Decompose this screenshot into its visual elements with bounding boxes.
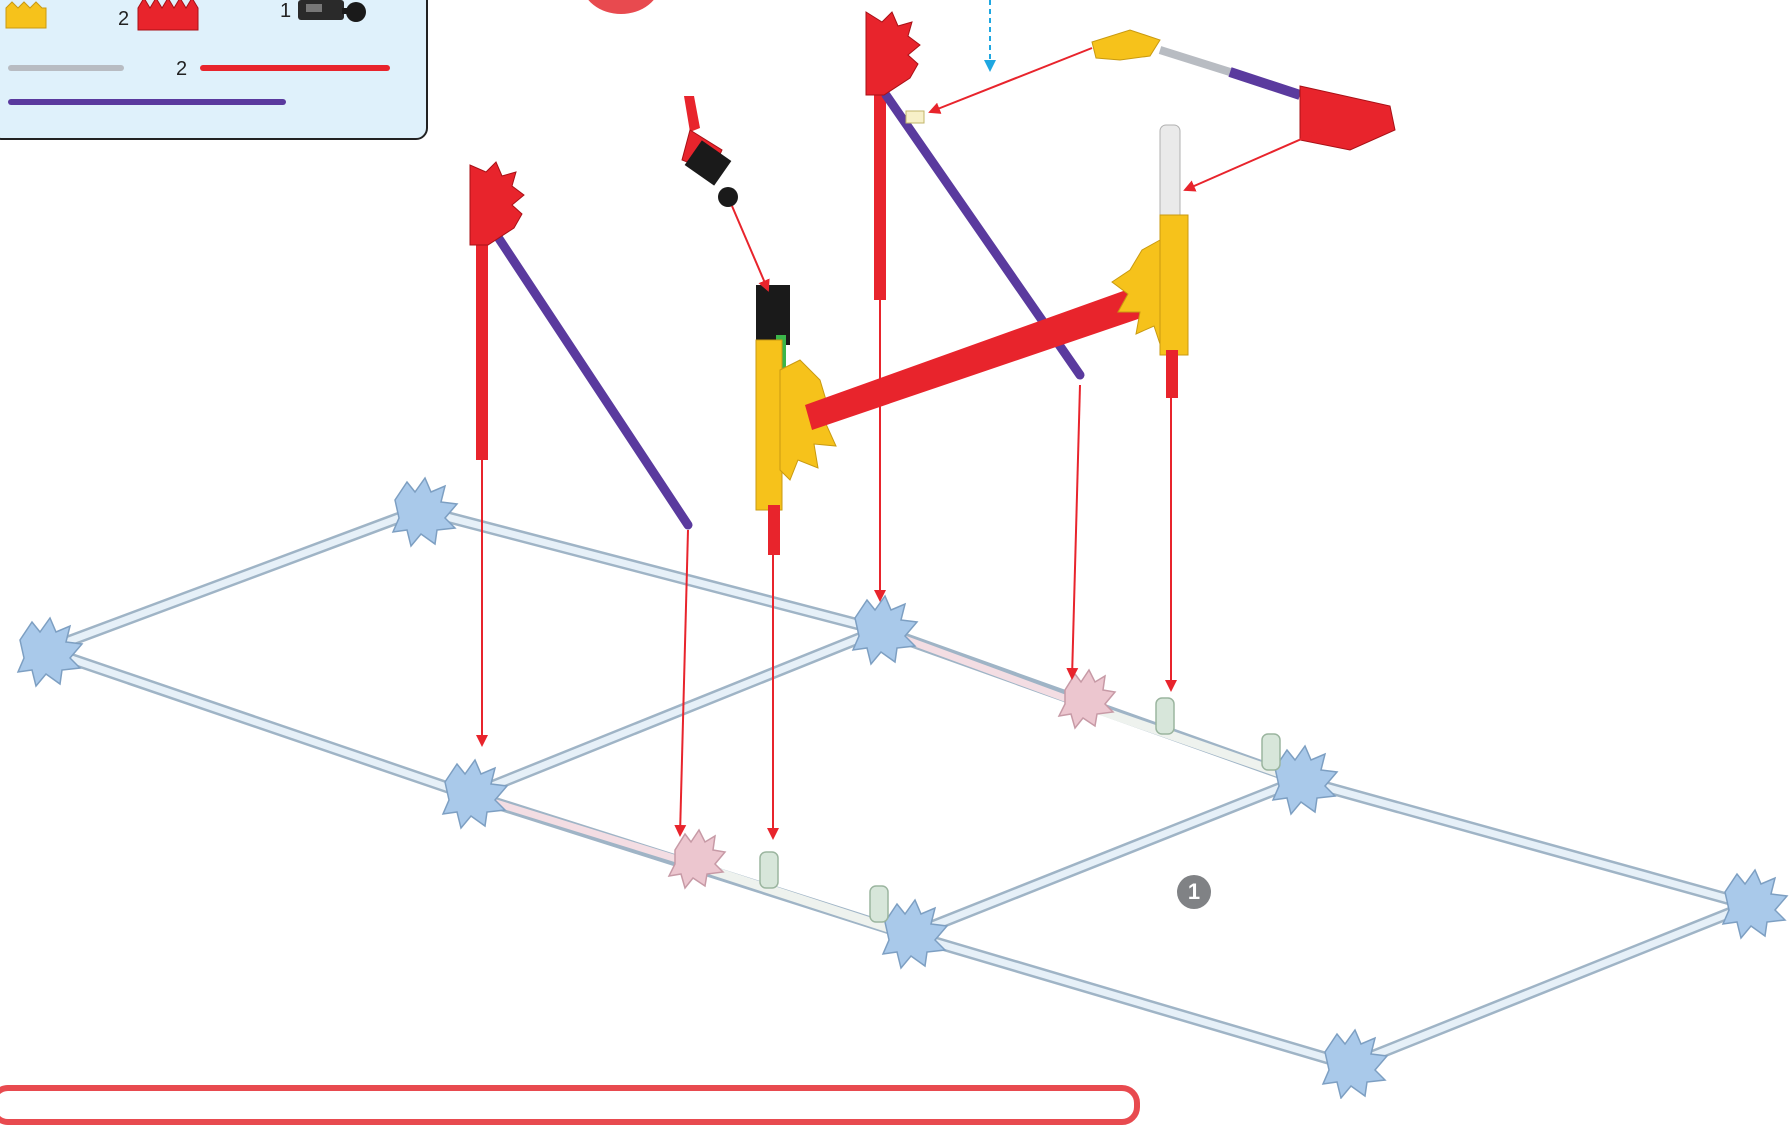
grey-rod-icon [8, 65, 124, 71]
instruction-bar [0, 1085, 1140, 1125]
top-right-assembly [1091, 29, 1396, 151]
red-rod-icon [200, 65, 390, 71]
red-rod-count: 2 [176, 58, 188, 80]
left-stand [469, 161, 693, 530]
base-connectors [16, 476, 1789, 1099]
red-connector-count: 2 [118, 8, 130, 30]
black-ball-part [681, 96, 738, 207]
front-stand [755, 285, 1150, 555]
assembly-arrows [476, 47, 1323, 840]
black-connector-count: 1 [280, 0, 292, 22]
purple-rod-icon [8, 99, 286, 105]
white-clips [759, 697, 1281, 923]
base-frame [39, 504, 1756, 1071]
yellow-connector-icon [5, 1, 47, 29]
pink-connectors [667, 668, 1117, 890]
red-connector-icon [137, 0, 199, 31]
right-stand [1111, 124, 1189, 398]
parts-list-panel: 2 1 2 [0, 0, 428, 140]
assembly-illustration [16, 0, 1789, 1099]
black-ball-connector-icon [298, 0, 366, 22]
step-badge: 1 [1177, 875, 1211, 909]
